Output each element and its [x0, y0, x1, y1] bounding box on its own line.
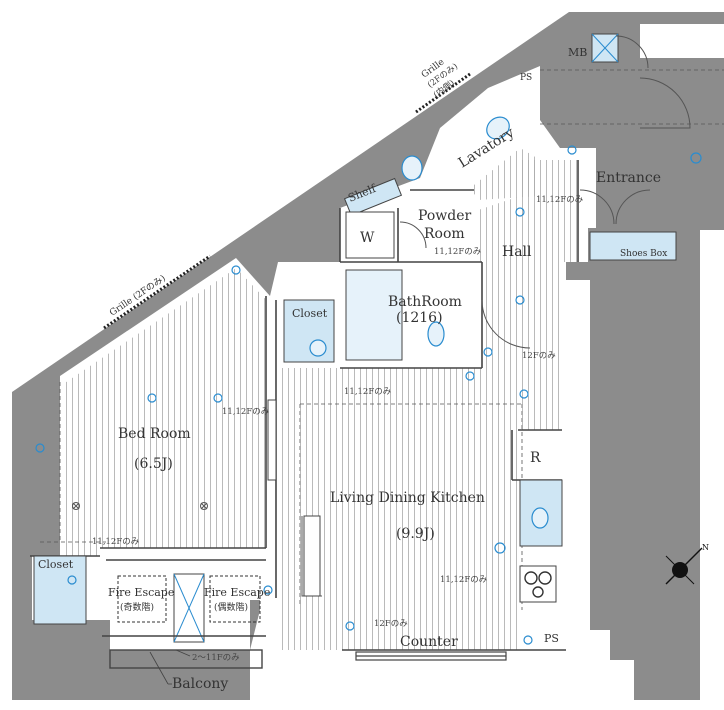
balcony: [102, 635, 266, 669]
bathroom-size: (1216): [396, 310, 443, 326]
compass-icon: N: [665, 543, 709, 585]
balcony-label: Balcony: [172, 676, 228, 692]
note-powder: 11,12Fのみ: [434, 247, 482, 257]
note-ldk: 11,12Fのみ: [440, 575, 488, 585]
powder-label-2: Room: [424, 226, 465, 242]
closet-bottom-label: Closet: [38, 558, 74, 571]
mb-label: MB: [568, 46, 587, 59]
ceiling-hooks: [72, 502, 208, 510]
closet-bottom: [33, 555, 87, 625]
hall-label: Hall: [502, 244, 532, 260]
ps-top-label: PS: [520, 73, 532, 83]
note-entrance: 11,12Fのみ: [536, 195, 584, 205]
light-markers: [35, 145, 702, 645]
entrance-label: Entrance: [596, 170, 661, 186]
lavatory-fixtures: [309, 116, 549, 529]
bedroom-label: Bed Room: [118, 426, 191, 442]
note-12-ldk: 12Fのみ: [522, 351, 556, 361]
shelf: [343, 177, 403, 217]
stove-burners: [524, 571, 552, 598]
flooring: [66, 148, 578, 650]
note-bath: 11,12Fのみ: [344, 387, 392, 397]
note-closet: 11,12Fのみ: [92, 537, 140, 547]
counter-label: Counter: [400, 634, 458, 650]
leader-lines: [149, 649, 191, 685]
fire-escape-2-sub: (偶数階): [214, 601, 248, 613]
shoes-box: [589, 231, 677, 261]
closet-top-label: Closet: [292, 307, 328, 320]
washer-pan: [345, 211, 395, 259]
bathroom-label: BathRoom: [388, 294, 462, 310]
fridge-label: R: [530, 450, 541, 466]
fire-escape-1-sub: (奇数階): [120, 601, 154, 613]
fire-escapes: [117, 575, 261, 623]
grilles: [103, 72, 471, 330]
bedroom-size: (6.5J): [134, 456, 173, 472]
fire-escape-2-label: Fire Escape: [204, 586, 270, 599]
bathtub: [345, 269, 403, 361]
ldk-label: Living Dining Kitchen: [330, 490, 485, 506]
note-2-11: 2～11Fのみ: [192, 653, 240, 663]
powder-label-1: Powder: [418, 208, 472, 224]
note-bed: 11,12Fのみ: [222, 407, 270, 417]
ps-bottom-label: PS: [544, 632, 559, 645]
shoes-box-label: Shoes Box: [620, 249, 667, 259]
hatch-cross: [173, 33, 619, 643]
ldk-size: (9.9J): [396, 526, 435, 542]
washer-label: W: [360, 230, 375, 246]
svg-text:N: N: [702, 543, 709, 552]
sliding-doors: [267, 399, 321, 597]
stove: [519, 565, 557, 603]
note-12-counter: 12Fのみ: [374, 619, 408, 629]
window-bars: [355, 651, 507, 661]
fire-escape-1-label: Fire Escape: [108, 586, 174, 599]
